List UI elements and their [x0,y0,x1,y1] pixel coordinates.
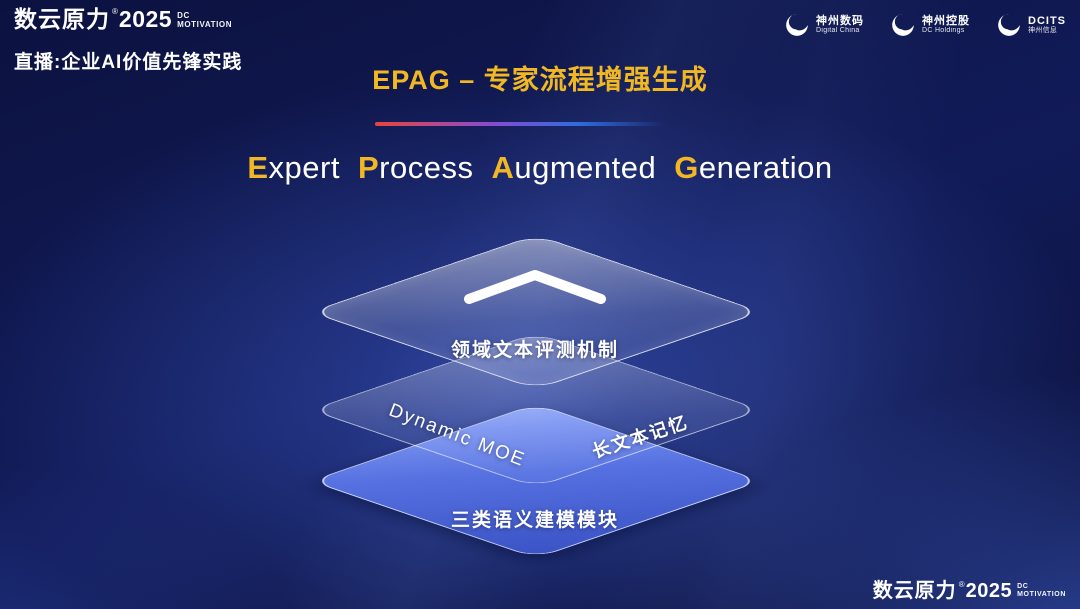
subtitle-epag-expansion: Expert Process Augmented Generation [0,150,1080,186]
logo-name: 神州数码 [816,14,864,27]
brand-subtitle: DC MOTIVATION [177,11,232,29]
subtitle-word-cap: A [491,150,515,185]
label-domain-text-evaluation: 领域文本评测机制 [450,340,619,361]
swoosh-logo-icon [892,14,914,36]
brand-sub-line2: MOTIVATION [177,20,233,30]
brand-registered-mark: ® [112,7,118,16]
subtitle-word-rest: eneration [698,150,833,185]
logo-digital-china: 神州数码 Digital China [784,12,864,38]
logo-dc-holdings: 神州控股 DC Holdings [890,12,970,38]
live-stream-title: 直播:企业AI价值先锋实践 [14,52,243,73]
subtitle-word: Generation [674,150,832,185]
subtitle-word-cap: G [674,150,699,185]
subtitle-word: Augmented [491,150,656,185]
brand-registered-mark: ® [958,580,965,589]
subtitle-word-cap: E [247,150,269,185]
brand-sub-line1: DC [177,11,190,20]
gradient-divider [375,122,665,126]
brand-name: 数云原力 [872,580,957,602]
footer-brand-logo: 数云原力 ® 2025 DC MOTIVATION [872,580,1066,602]
swoosh-logo-icon [786,14,808,36]
subtitle-word: Expert [247,150,340,185]
logo-dcits: DCITS 神州信息 [996,12,1066,38]
brand-year: 2025 [118,6,173,32]
stack-layer-top-wrap [309,234,763,390]
logo-text: 神州数码 Digital China [816,15,864,36]
logo-text: DCITS 神州信息 [1028,15,1066,36]
brand-name: 数云原力 [14,6,110,32]
logo-subtext: Digital China [816,27,860,35]
subtitle-word-rest: xpert [268,150,340,185]
logo-text: 神州控股 DC Holdings [922,15,970,36]
logo-subtext: 神州信息 [1028,27,1058,35]
brand-year: 2025 [965,580,1013,602]
label-semantic-modeling-modules: 三类语义建模模块 [450,510,619,531]
stack-layer-top [309,234,763,390]
subtitle-word-rest: rocess [379,150,474,185]
company-logos: 神州数码 Digital China 神州控股 DC Holdings DCIT… [784,12,1066,38]
brand-subtitle: DC MOTIVATION [1017,583,1066,599]
logo-subtext: DC Holdings [922,27,965,35]
logo-name: 神州控股 [922,14,970,27]
brand-sub-line2: MOTIVATION [1017,591,1066,599]
chevron-up-icon [464,270,606,304]
brand-logo: 数云原力 ® 2025 DC MOTIVATION [14,8,242,31]
page-title: EPAG – 专家流程增强生成 [372,65,708,95]
subtitle-word-rest: ugmented [514,150,657,185]
subtitle-word: Process [358,150,474,185]
header-brand-block: 数云原力 ® 2025 DC MOTIVATION 直播:企业AI价值先锋实践 [14,8,242,74]
swoosh-logo-icon [998,14,1020,36]
subtitle-word-cap: P [357,150,380,185]
brand-sub-line1: DC [1017,583,1029,590]
logo-name: DCITS [1028,14,1066,27]
